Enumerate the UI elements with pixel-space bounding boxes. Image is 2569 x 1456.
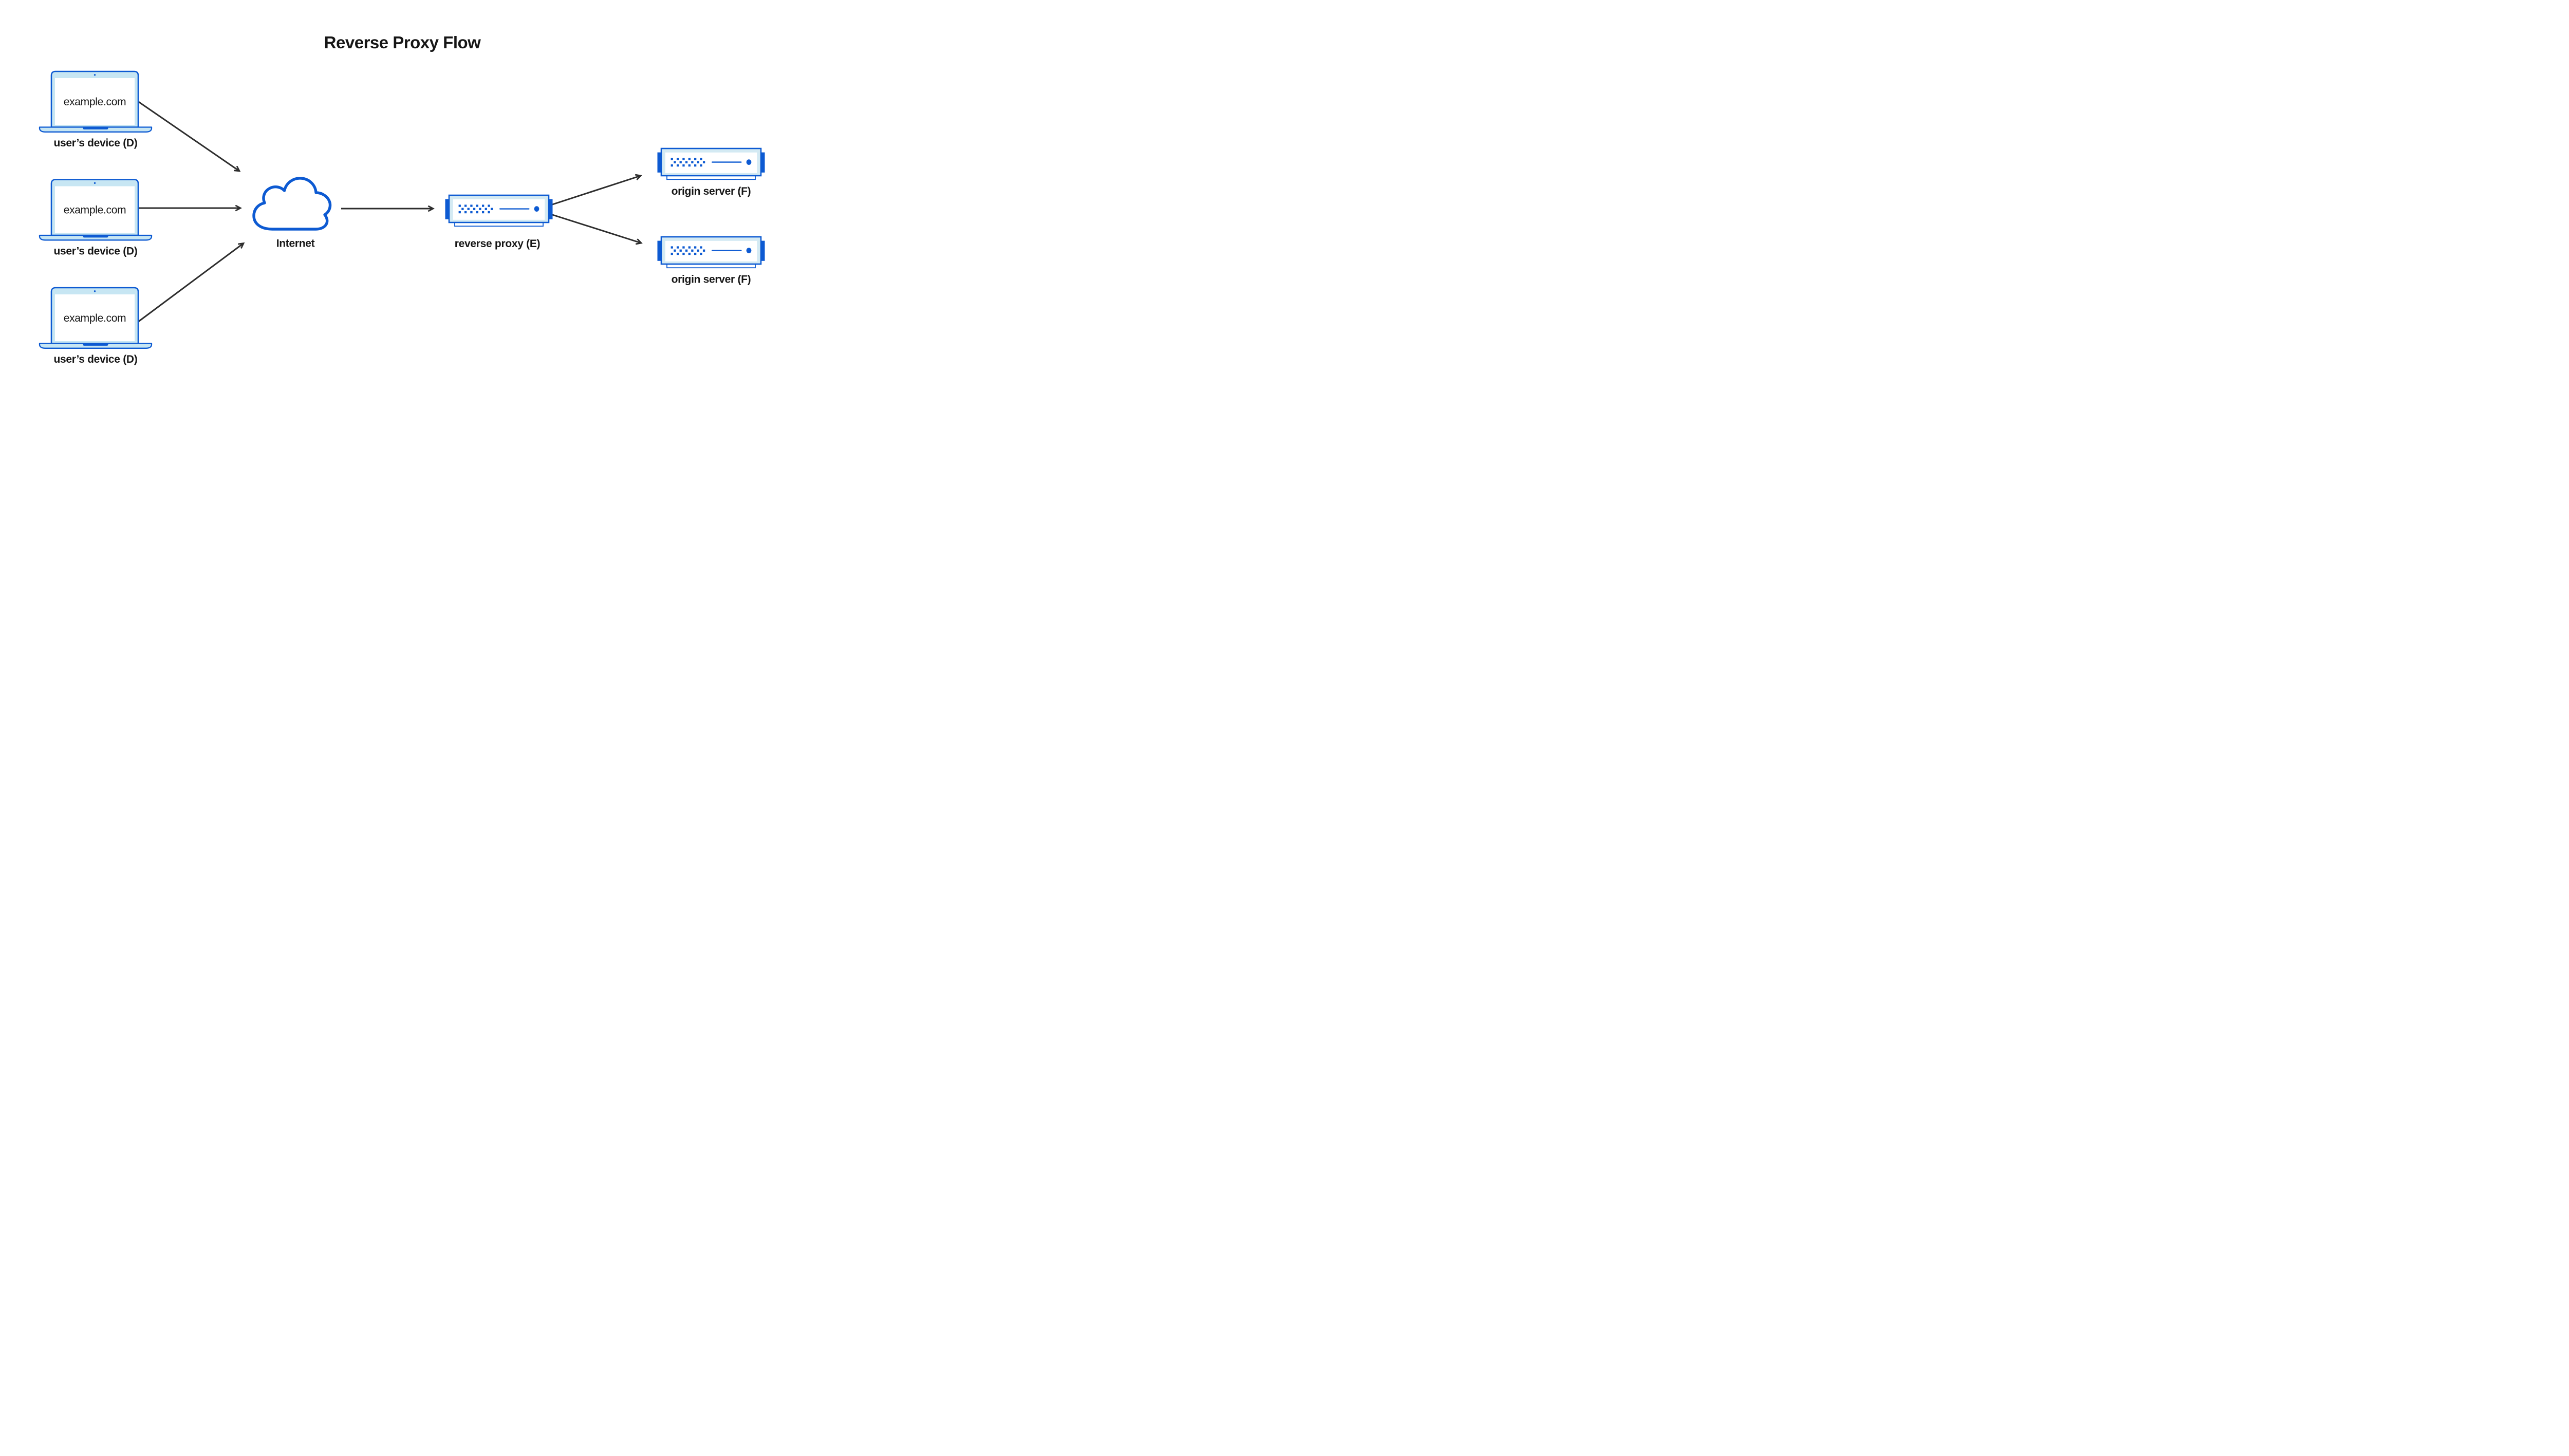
arrow-proxy-to-origin2 [550,213,641,243]
device2-screen-text: example.com [64,204,126,216]
device1-screen-text: example.com [64,96,126,108]
device2-label: user’s device (D) [54,246,138,257]
arrow-device1-to-internet [137,100,239,171]
internet-label: Internet [276,238,315,250]
origin-server2-icon [657,236,766,269]
origin-server1-label: origin server (F) [672,185,751,197]
device3-screen-text: example.com [64,312,126,324]
reverse-proxy-label: reverse proxy (E) [455,238,541,250]
reverse-proxy-flow-diagram: Reverse Proxy Flow example.com example.c… [39,33,766,365]
reverse-proxy-server-icon [444,194,553,227]
page-title: Reverse Proxy Flow [324,33,481,52]
cloud-icon [252,177,332,231]
origin-server2-label: origin server (F) [672,274,751,286]
device1-label: user’s device (D) [54,137,138,149]
diagram-canvas: Reverse Proxy Flow example.com example.c… [0,0,805,403]
device3-label: user’s device (D) [54,353,138,365]
origin-server1-icon [657,147,766,180]
arrow-proxy-to-origin1 [550,176,641,206]
arrow-device3-to-internet [138,244,244,322]
